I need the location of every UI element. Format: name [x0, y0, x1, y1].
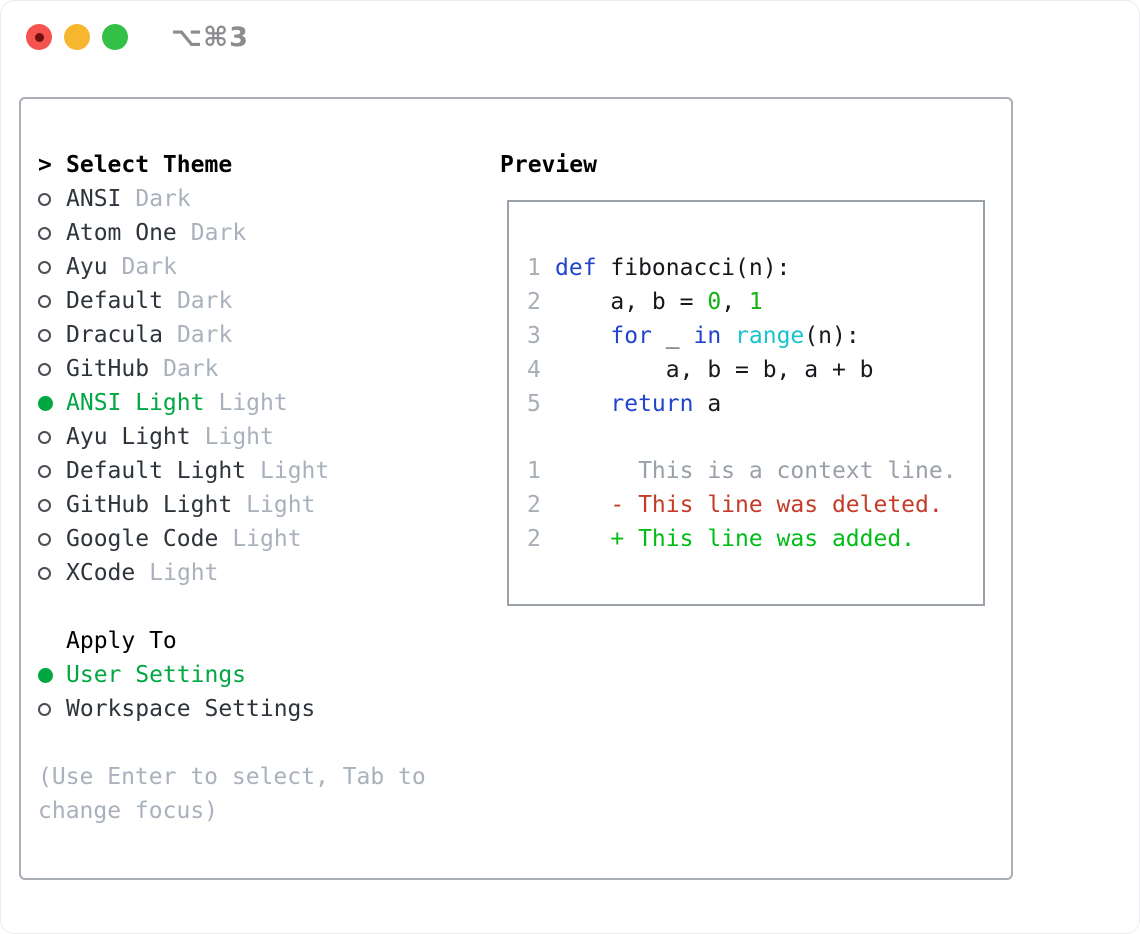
line-number: 1 [527, 458, 541, 484]
apply-to-header: Apply To [38, 624, 329, 658]
option-label: Google Code [66, 526, 219, 552]
code-text: return a [610, 391, 722, 417]
radio-icon [38, 566, 51, 580]
spacer [38, 590, 329, 624]
radio-icon [38, 532, 51, 546]
option-label: GitHub [66, 356, 150, 382]
option-label: Default Light [66, 458, 247, 484]
preview-pane [507, 200, 985, 606]
select-theme-label: Select Theme [66, 152, 233, 178]
theme-variant-tag: Dark [121, 254, 177, 280]
theme-variant-tag: Light [149, 560, 219, 586]
theme-variant-tag: Dark [163, 356, 219, 382]
window-title: ⌥⌘3 [171, 22, 249, 53]
option-label: GitHub Light [66, 492, 233, 518]
radio-selected-icon [38, 395, 53, 411]
line-number: 4 [527, 357, 541, 383]
close-button[interactable] [26, 24, 52, 50]
diff-text: This is a context line. [555, 458, 957, 484]
apply-to-label: Apply To [66, 628, 177, 654]
diff-line-context: 1 This is a context line. [527, 454, 957, 488]
code-text: for _ in range(n): [610, 323, 860, 349]
theme-variant-tag: Light [218, 390, 288, 416]
apply-option-user-settings[interactable]: User Settings [38, 658, 329, 692]
theme-option-ansi-light[interactable]: ANSI Light Light [38, 386, 329, 420]
preview-label: Preview [500, 152, 597, 178]
select-theme-header: > Select Theme [38, 148, 329, 182]
theme-option-dracula[interactable]: Dracula Dark [38, 318, 329, 352]
theme-option-ayu[interactable]: Ayu Dark [38, 250, 329, 284]
line-number: 1 [527, 255, 541, 281]
keyboard-hint: (Use Enter to select, Tab to change focu… [38, 764, 426, 824]
radio-icon [38, 702, 51, 716]
line-number: 3 [527, 323, 541, 349]
option-label: Ayu [66, 254, 108, 280]
code-line: 3 for _ in range(n): [527, 319, 957, 353]
radio-icon [38, 192, 51, 206]
code-text: a, b = 0, 1 [555, 289, 763, 315]
theme-variant-tag: Light [204, 424, 274, 450]
theme-variant-tag: Dark [176, 322, 233, 348]
option-label: Dracula [66, 322, 163, 348]
theme-variant-tag: Dark [176, 288, 233, 314]
code-line: 4 a, b = b, a + b [527, 353, 957, 387]
code-line: 5 return a [527, 387, 957, 421]
line-number: 2 [527, 492, 541, 518]
theme-variant-tag: Dark [190, 220, 247, 246]
theme-option-ansi[interactable]: ANSI Dark [38, 182, 329, 216]
code-line: 1 def fibonacci(n): [527, 251, 957, 285]
option-label: ANSI [66, 186, 122, 212]
theme-variant-tag: Light [232, 526, 302, 552]
theme-option-default-light[interactable]: Default Light Light [38, 454, 329, 488]
minimize-button[interactable] [64, 24, 90, 50]
theme-option-atom-one[interactable]: Atom One Dark [38, 216, 329, 250]
radio-icon [38, 464, 51, 478]
option-label: User Settings [66, 662, 247, 688]
theme-variant-tag: Light [260, 458, 330, 484]
theme-variant-tag: Light [246, 492, 316, 518]
theme-option-github[interactable]: GitHub Dark [38, 352, 329, 386]
radio-icon [38, 498, 51, 512]
line-number: 5 [527, 391, 541, 417]
option-label: Default [66, 288, 163, 314]
radio-icon [38, 294, 51, 308]
prompt-caret-icon: > [38, 152, 52, 178]
radio-icon [38, 226, 51, 240]
apply-option-workspace-settings[interactable]: Workspace Settings [38, 692, 329, 726]
code-line: 2 a, b = 0, 1 [527, 285, 957, 319]
spacer [527, 421, 957, 454]
theme-option-default[interactable]: Default Dark [38, 284, 329, 318]
diff-lines: 1 This is a context line.2 - This line w… [527, 454, 957, 556]
code-text: a, b = b, a + b [555, 357, 874, 383]
theme-option-xcode[interactable]: XCode Light [38, 556, 329, 590]
diff-text: - This line was deleted. [555, 492, 943, 518]
radio-icon [38, 328, 51, 342]
code-text: def fibonacci(n): [555, 255, 791, 281]
option-label: Ayu Light [66, 424, 191, 450]
line-number: 2 [527, 289, 541, 315]
zoom-button[interactable] [102, 24, 128, 50]
main-panel [19, 97, 1013, 880]
theme-option-google-code[interactable]: Google Code Light [38, 522, 329, 556]
radio-icon [38, 362, 51, 376]
radio-icon [38, 430, 51, 444]
radio-icon [38, 260, 51, 274]
diff-line-deleted: 2 - This line was deleted. [527, 488, 957, 522]
line-number: 2 [527, 526, 541, 552]
diff-text: + This line was added. [555, 526, 916, 552]
option-label: XCode [66, 560, 136, 586]
theme-option-ayu-light[interactable]: Ayu Light Light [38, 420, 329, 454]
option-label: Atom One [66, 220, 177, 246]
diff-line-added: 2 + This line was added. [527, 522, 957, 556]
option-label: Workspace Settings [66, 696, 316, 722]
option-label: ANSI Light [66, 390, 205, 416]
theme-option-github-light[interactable]: GitHub Light Light [38, 488, 329, 522]
theme-variant-tag: Dark [135, 186, 191, 212]
radio-selected-icon [38, 667, 53, 683]
